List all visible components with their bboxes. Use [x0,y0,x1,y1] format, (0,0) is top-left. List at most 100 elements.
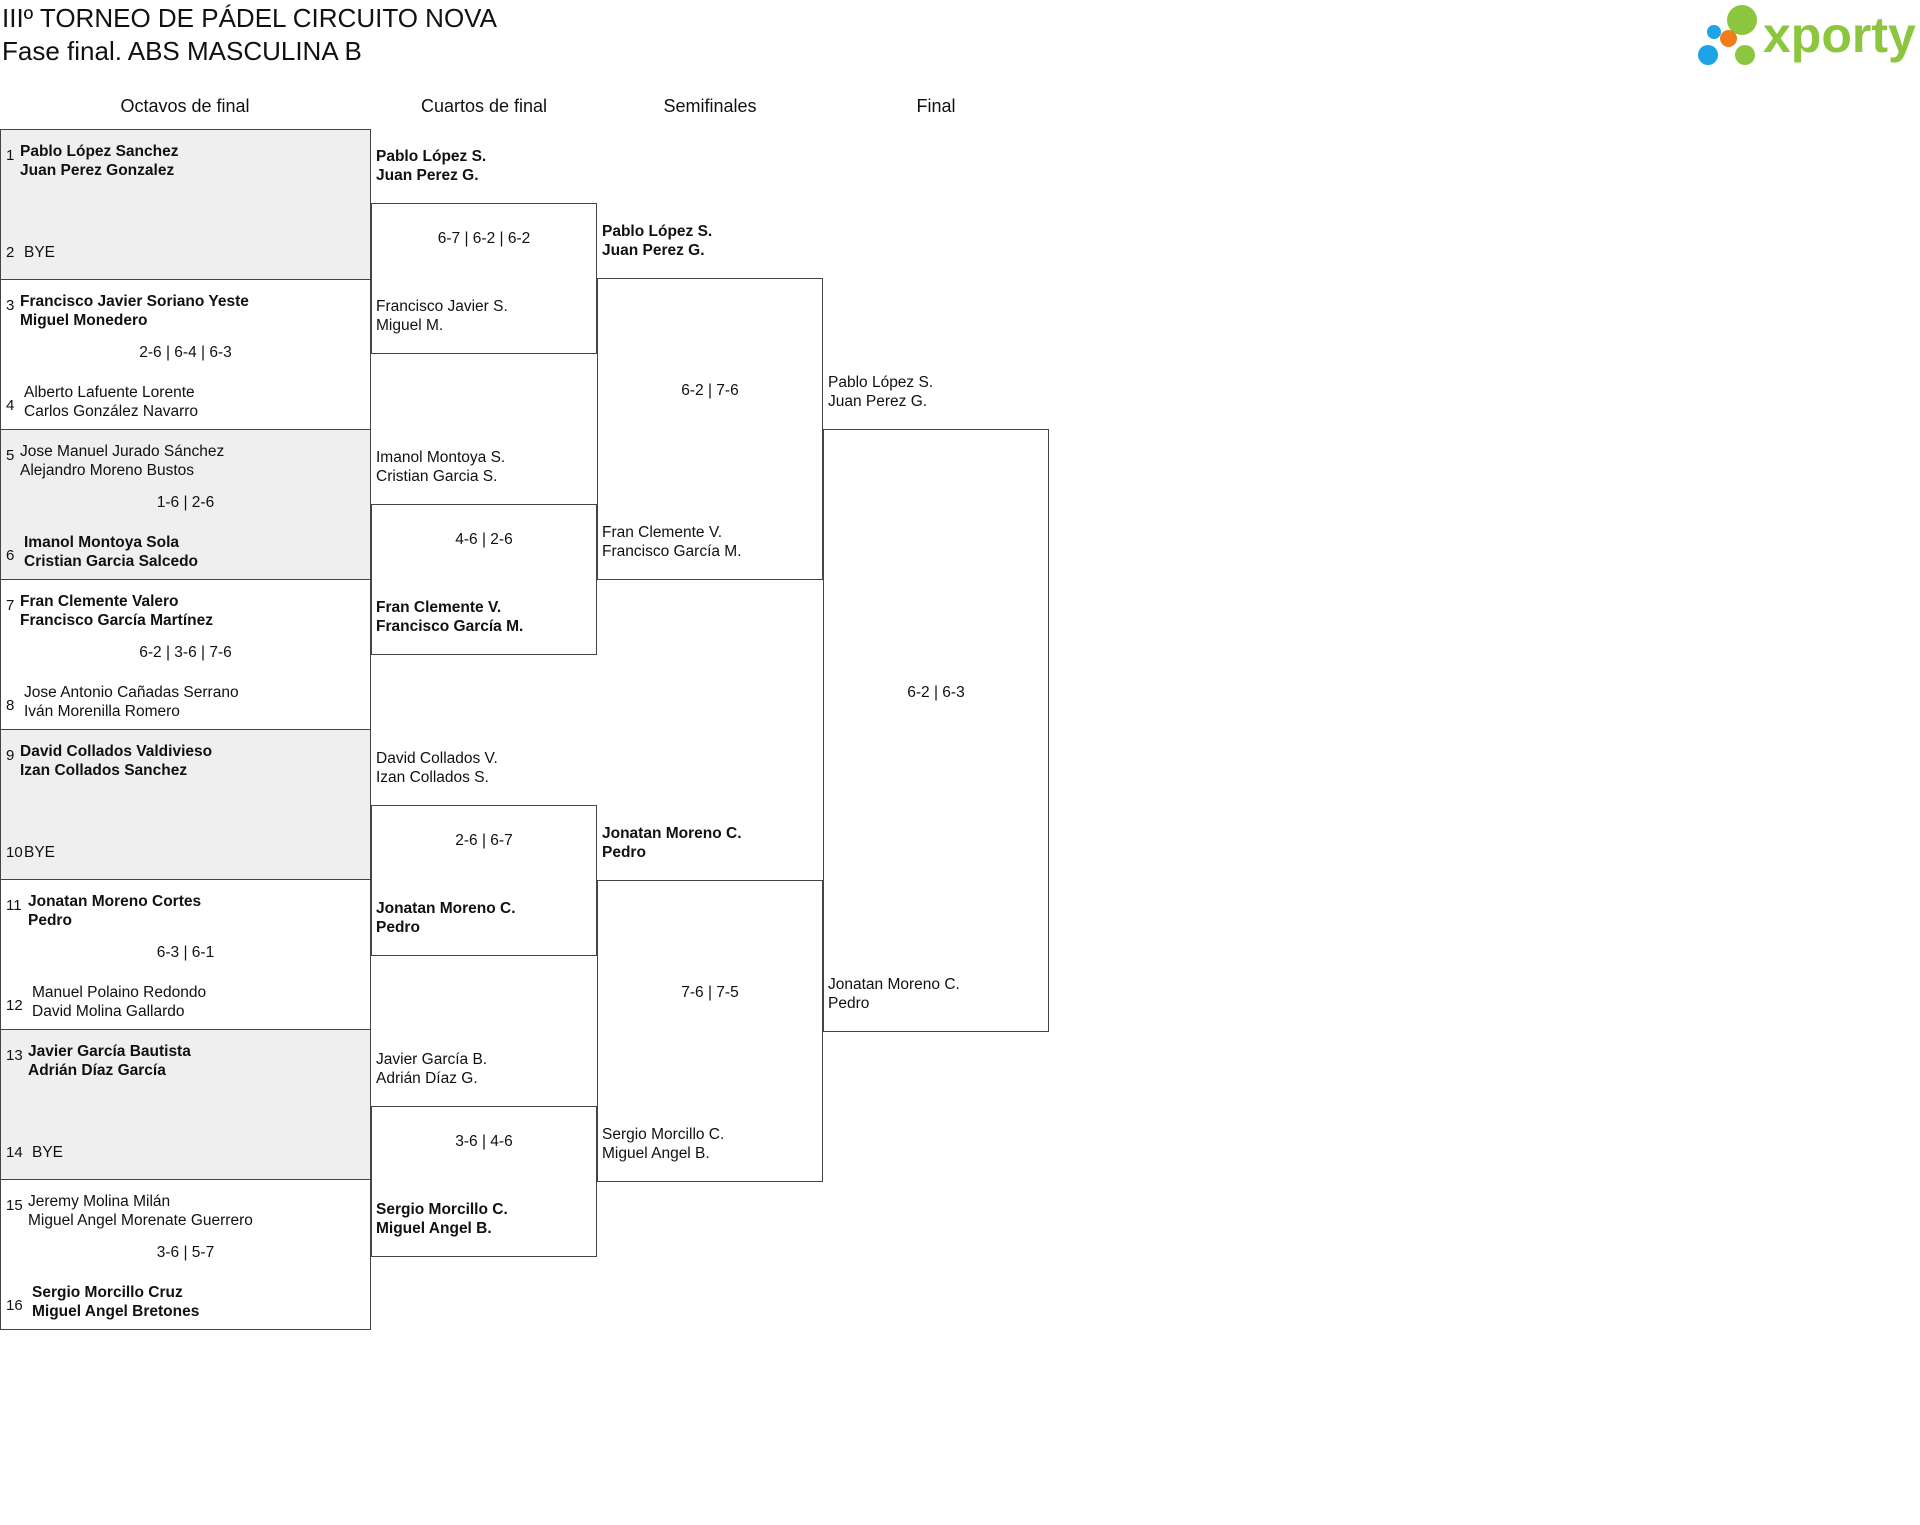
seed-number: 13 [6,1047,23,1064]
tournament-title: IIIº TORNEO DE PÁDEL CIRCUITO NOVA [2,3,497,33]
player-name: Jonatan Moreno C. [376,900,516,917]
cuartos-team: Sergio Morcillo C. Miguel Angel B. [376,1200,508,1238]
xporty-logo: xporty [1695,5,1920,67]
logo-dot-blue [1698,45,1718,65]
seed-number: 15 [6,1197,23,1214]
player-name: Francisco García Martínez [20,612,213,629]
player-name: Carlos González Navarro [24,403,199,420]
cuartos-match[interactable] [371,1106,597,1257]
semis-team: Jonatan Moreno C.Pedro [602,824,742,862]
semis-match[interactable] [597,880,823,1182]
cuartos-team: Jonatan Moreno C. Pedro [376,899,516,937]
seed-number: 5 [6,447,15,464]
cuartos-match[interactable] [371,203,597,354]
bye-label: BYE [24,844,56,861]
player-name: Cristian Garcia Salcedo [24,553,199,570]
cuartos-team: Pablo López S.Juan Perez G. [376,147,486,185]
player-name: Jose Antonio Cañadas Serrano [24,684,239,701]
octavos-match[interactable] [0,879,371,1030]
player-name: Juan Perez G. [376,167,479,184]
player-name: Javier García Bautista [28,1043,191,1060]
seed-number: 16 [6,1297,23,1314]
match-score: 3-6 | 5-7 [156,1244,215,1261]
seed-number: 2 [6,244,15,261]
phase-subtitle: Fase final. ABS MASCULINA B [2,36,362,66]
player-name: Jonatan Moreno C. [828,976,960,993]
semis-match[interactable] [597,278,823,580]
logo-text: xporty [1763,7,1916,63]
round-header-octavos: Octavos de final [120,96,250,116]
match-score: 6-7 | 6-2 | 6-2 [437,230,531,247]
player-name: Jonatan Moreno Cortes [28,893,202,910]
player-name: Sergio Morcillo C. [376,1201,508,1218]
player-name: Alberto Lafuente Lorente [24,384,195,401]
seed-number: 11 [6,897,22,914]
seed-number: 14 [6,1144,23,1161]
player-name: Juan Perez G. [602,242,705,259]
player-name: Fran Clemente V. [376,599,502,616]
player-name: Francisco Javier Soriano Yeste [20,293,249,310]
seed-number: 4 [6,397,15,414]
cuartos-team: Francisco Javier S. Miguel M. [376,297,508,335]
player-name: Jose Manuel Jurado Sánchez [20,443,225,460]
player-name: Izan Collados S. [376,769,489,786]
cuartos-team: Fran Clemente V. Francisco García M. [376,598,523,636]
player-name: Sergio Morcillo C. [602,1126,725,1143]
player-name: Adrián Díaz García [28,1062,166,1079]
player-name: Adrián Díaz G. [376,1070,478,1087]
player-name: Francisco García M. [602,543,742,560]
player-name: Miguel Angel B. [376,1220,492,1237]
player-name: Pedro [376,919,420,936]
logo-dot-orange [1720,30,1737,47]
round-header-semis: Semifinales [663,96,757,116]
player-name: Francisco Javier S. [376,298,508,315]
player-name: Imanol Montoya S. [376,449,506,466]
seed-number: 9 [6,747,15,764]
final-team: Pablo López S.Juan Perez G. [828,373,933,411]
player-name: Manuel Polaino Redondo [32,984,207,1001]
player-name: Miguel M. [376,317,444,334]
cuartos-team: Javier García B. Adrián Díaz G. [376,1050,487,1088]
cuartos-team: Imanol Montoya S. Cristian Garcia S. [376,448,505,486]
player-name: Miguel Monedero [20,312,148,329]
player-name: Izan Collados Sanchez [20,762,188,779]
player-name: Miguel Angel Morenate Guerrero [28,1212,253,1229]
match-score: 1-6 | 2-6 [156,494,215,511]
player-name: Francisco García M. [376,618,524,635]
cuartos-match[interactable] [371,805,597,956]
seed-number: 12 [6,997,23,1014]
round-header-cuartos: Cuartos de final [420,96,548,116]
cuartos-team: David Collados V.Izan Collados S. [376,749,498,787]
match-score: 6-3 | 6-1 [156,944,215,961]
round-header-final: Final [916,96,956,116]
cuartos-match[interactable] [371,504,597,655]
player-name: Juan Perez G. [828,393,928,410]
final-match[interactable] [823,429,1049,1032]
player-name: Alejandro Moreno Bustos [20,462,195,479]
octavos-match[interactable] [0,1179,371,1330]
logo-dot-blue-small [1707,25,1721,39]
seed-number: 8 [6,697,15,714]
seed-number: 7 [6,597,15,614]
semis-team: Fran Clemente V.Francisco García M. [602,523,742,561]
match-score: 2-6 | 6-7 [455,832,513,849]
player-name: Cristian Garcia S. [376,468,498,485]
player-name: Juan Perez Gonzalez [20,162,175,179]
match-score: 4-6 | 2-6 [455,531,513,548]
player-name: Javier García B. [376,1051,488,1068]
player-name: Jeremy Molina Milán [28,1193,171,1210]
player-name: Miguel Angel B. [602,1145,710,1162]
player-name: Miguel Angel Bretones [32,1303,200,1320]
